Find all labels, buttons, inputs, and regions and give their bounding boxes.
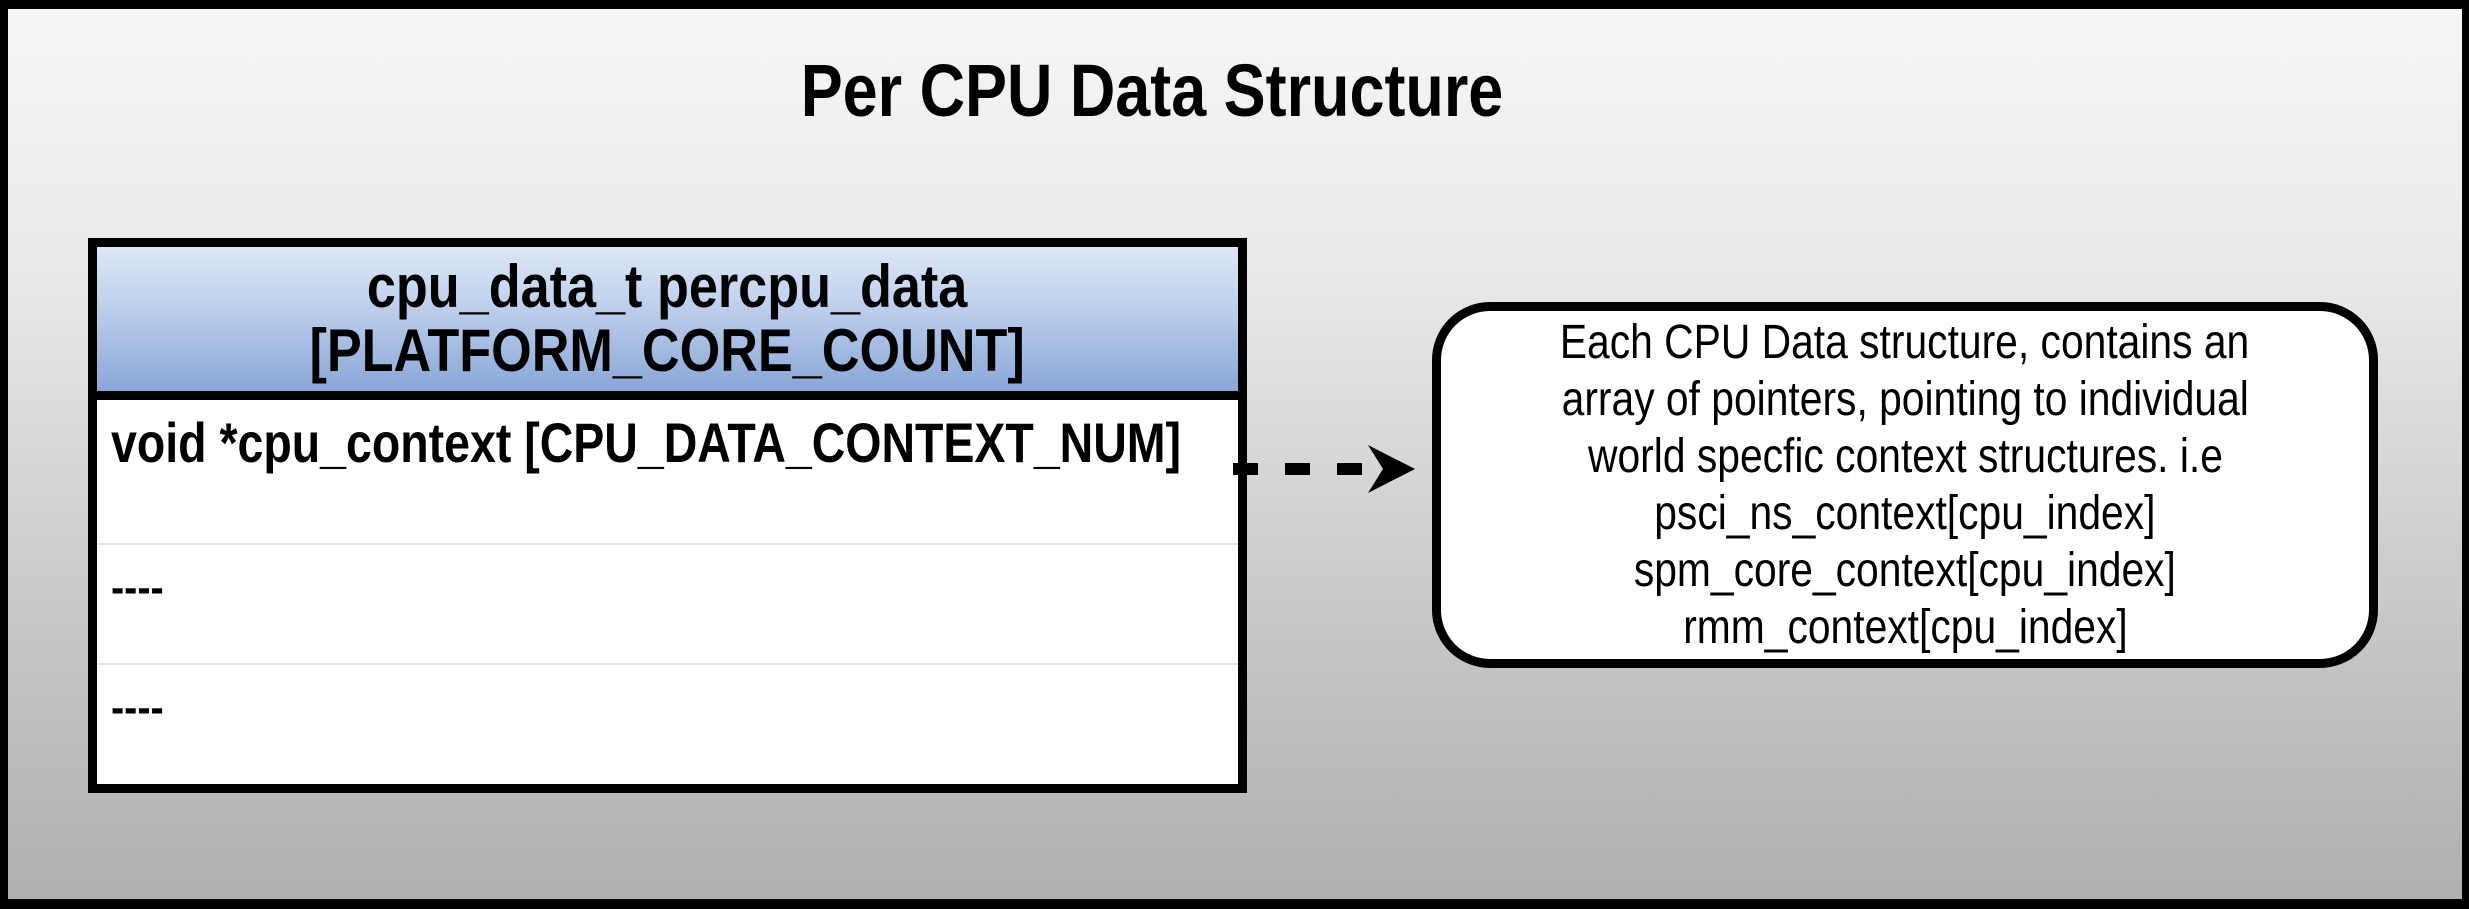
page-title: Per CPU Data Structure	[800, 49, 1504, 132]
table-cell-text: ----	[111, 683, 164, 732]
table-cell-text: void *cpu_context [CPU_DATA_CONTEXT_NUM]	[111, 411, 1181, 474]
dashed-right-arrow-icon	[1233, 445, 1415, 493]
note-line: array of pointers, pointing to individua…	[1561, 373, 2249, 426]
note-line: spm_core_context[cpu_index]	[1633, 544, 2177, 597]
table-cell-text: ----	[111, 563, 164, 612]
note-line: world specfic context structures. i.e	[1587, 430, 2223, 483]
note-box: Each CPU Data structure, contains an arr…	[1432, 302, 2378, 668]
note-line: Each CPU Data structure, contains an	[1560, 316, 2250, 369]
table-row-placeholder-1: ----	[97, 543, 1238, 663]
table-header-line1: cpu_data_t percpu_data	[367, 253, 968, 320]
note-line: rmm_context[cpu_index]	[1682, 601, 2128, 654]
table-row-placeholder-2: ----	[97, 663, 1238, 784]
table-row-cpu-context: void *cpu_context [CPU_DATA_CONTEXT_NUM]	[97, 400, 1238, 543]
table-header: cpu_data_t percpu_data [PLATFORM_CORE_CO…	[88, 238, 1247, 400]
table-body: void *cpu_context [CPU_DATA_CONTEXT_NUM]…	[88, 400, 1247, 793]
note-line: psci_ns_context[cpu_index]	[1654, 487, 2156, 540]
table-header-line2: [PLATFORM_CORE_COUNT]	[309, 317, 1026, 384]
cpu-data-table: cpu_data_t percpu_data [PLATFORM_CORE_CO…	[88, 238, 1247, 793]
